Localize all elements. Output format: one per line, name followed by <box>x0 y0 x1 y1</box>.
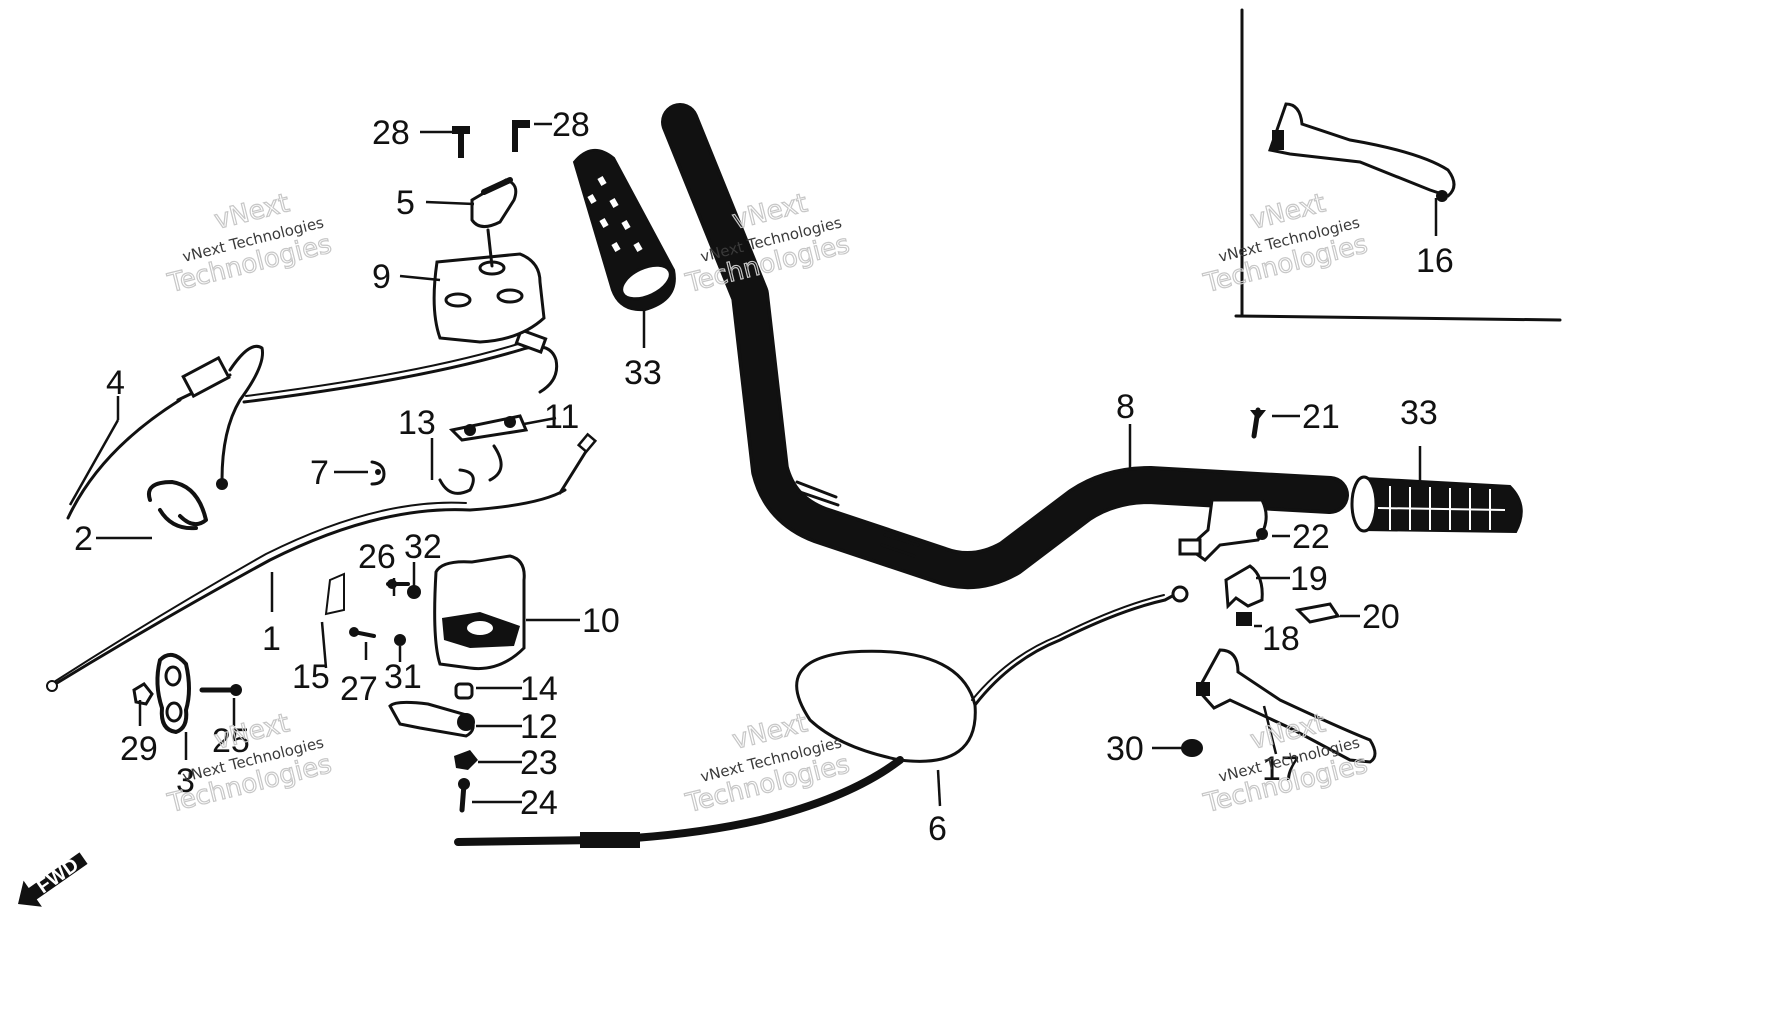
inset-frame <box>1234 8 1562 322</box>
label-33a: 33 <box>624 354 662 392</box>
label-22: 22 <box>1292 518 1330 556</box>
label-4: 4 <box>106 364 125 402</box>
label-7: 7 <box>310 454 329 492</box>
label-29: 29 <box>120 730 158 768</box>
label-25: 25 <box>212 722 250 760</box>
cable-clips <box>147 414 529 531</box>
label-28b: 28 <box>552 106 590 144</box>
label-8: 8 <box>1116 388 1135 426</box>
label-6: 6 <box>928 810 947 848</box>
choke-cable <box>66 328 559 520</box>
label-19: 19 <box>1290 560 1328 598</box>
handlebar <box>661 103 1349 590</box>
watermark-6: vNext vNext Technologies Technologies <box>1200 708 1371 820</box>
leader-lines <box>68 122 1438 807</box>
clutch-lever <box>1181 407 1377 764</box>
throttle-cable <box>46 432 598 692</box>
label-16: 16 <box>1416 242 1454 280</box>
label-28a: 28 <box>372 114 410 152</box>
label-23: 23 <box>520 744 558 782</box>
label-12: 12 <box>520 708 558 746</box>
label-24: 24 <box>520 784 558 822</box>
throttle-lever <box>388 682 478 813</box>
label-1: 1 <box>262 620 281 658</box>
label-14: 14 <box>520 670 558 708</box>
grip-left <box>572 149 676 312</box>
label-26: 26 <box>358 538 396 576</box>
watermark-3: vNext vNext Technologies Technologies <box>1200 188 1371 300</box>
label-13: 13 <box>398 404 436 442</box>
grip-right <box>1350 475 1523 534</box>
inset-lever <box>1268 102 1456 202</box>
label-15: 15 <box>292 658 330 696</box>
label-32: 32 <box>404 528 442 566</box>
small-screws <box>324 572 421 646</box>
label-17: 17 <box>1262 750 1300 788</box>
label-31: 31 <box>384 658 422 696</box>
label-20: 20 <box>1362 598 1400 636</box>
label-11: 11 <box>544 398 579 436</box>
lever-holder <box>1178 498 1268 562</box>
fwd-arrow: FWD <box>18 852 88 907</box>
label-2: 2 <box>74 520 93 558</box>
clutch-cable <box>454 585 1189 848</box>
choke-switch <box>432 120 546 344</box>
part-labels: 28 28 5 9 33 4 13 11 7 2 26 32 1 10 15 2… <box>74 106 1454 848</box>
label-18: 18 <box>1262 620 1300 658</box>
label-30: 30 <box>1106 730 1144 768</box>
label-27: 27 <box>340 670 378 708</box>
handlebar-clamp <box>132 652 242 735</box>
label-21: 21 <box>1302 398 1340 436</box>
watermark-1: vNext vNext Technologies Technologies <box>164 188 335 300</box>
label-10: 10 <box>582 602 620 640</box>
label-33b: 33 <box>1400 394 1438 432</box>
label-9: 9 <box>372 258 391 296</box>
label-3: 3 <box>176 762 195 800</box>
throttle-housing <box>433 554 526 671</box>
label-5: 5 <box>396 184 415 222</box>
watermark-5: vNext vNext Technologies Technologies <box>682 708 853 820</box>
